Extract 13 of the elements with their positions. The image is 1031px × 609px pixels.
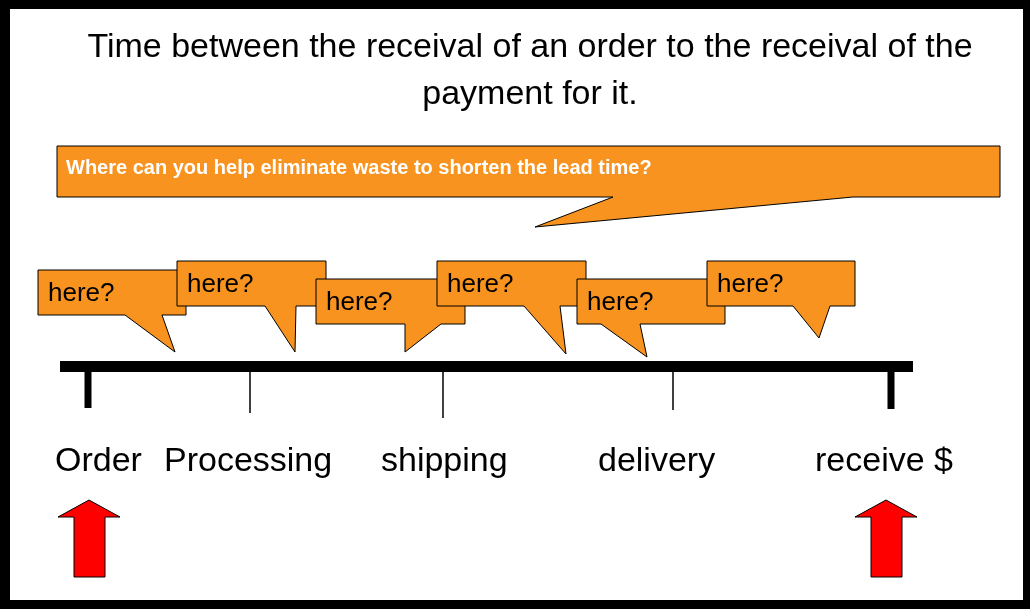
- bubble-text: here?: [587, 288, 654, 314]
- timeline-label: receive $: [815, 442, 953, 476]
- bubble-text: Where can you help eliminate waste to shorten the lead time?: [66, 157, 652, 177]
- bubble-text: here?: [717, 270, 784, 296]
- timeline-label: delivery: [598, 442, 716, 476]
- bubble-text: here?: [326, 288, 393, 314]
- bubble-text: here?: [187, 270, 254, 296]
- bubble-text: here?: [48, 279, 115, 305]
- bubble-text: here?: [447, 270, 514, 296]
- timeline-label: Order: [55, 442, 142, 476]
- timeline-label: shipping: [381, 442, 508, 476]
- title: Time between the receival of an order to the receival of the payment for it.: [86, 25, 974, 113]
- timeline-label: Processing: [164, 442, 333, 476]
